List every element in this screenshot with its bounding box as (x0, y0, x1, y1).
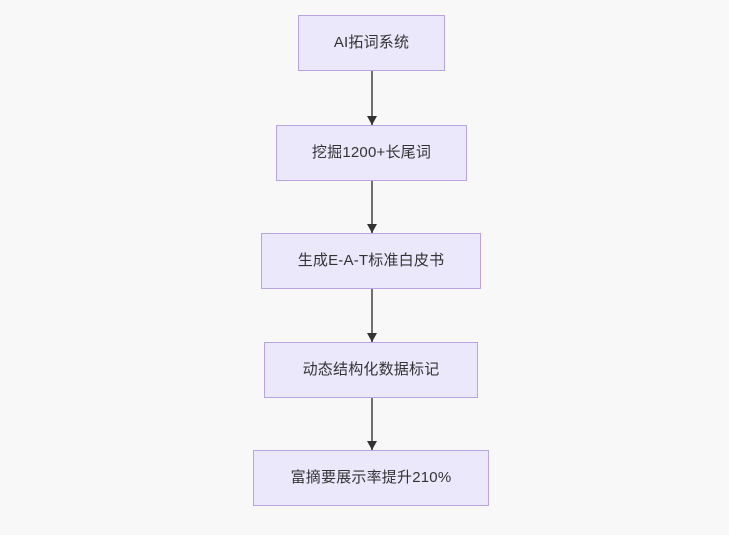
arrow-down-icon (367, 116, 377, 125)
flow-node-label: 挖掘1200+长尾词 (311, 144, 432, 161)
edge-line (371, 289, 373, 342)
edge-n4-n5 (367, 398, 377, 450)
edge-line (371, 398, 373, 450)
flow-node-rich-snippet-impression-lift[interactable]: 富摘要展示率提升210% (253, 450, 489, 506)
flow-node-generate-eat-whitepaper[interactable]: 生成E-A-T标准白皮书 (261, 233, 481, 289)
arrow-down-icon (367, 224, 377, 233)
flow-node-mine-longtail-keywords[interactable]: 挖掘1200+长尾词 (276, 125, 467, 181)
flow-node-label: 生成E-A-T标准白皮书 (297, 252, 445, 269)
flow-node-label: AI拓词系统 (333, 34, 410, 51)
edge-n2-n3 (367, 181, 377, 233)
flow-node-label: 动态结构化数据标记 (302, 361, 440, 378)
edge-line (371, 71, 373, 125)
edge-n3-n4 (367, 289, 377, 342)
arrow-down-icon (367, 441, 377, 450)
flow-node-label: 富摘要展示率提升210% (290, 469, 452, 486)
edge-line (371, 181, 373, 233)
flow-node-ai-keyword-system[interactable]: AI拓词系统 (298, 15, 445, 71)
arrow-down-icon (367, 333, 377, 342)
flow-node-dynamic-structured-data-markup[interactable]: 动态结构化数据标记 (264, 342, 478, 398)
edge-n1-n2 (367, 71, 377, 125)
